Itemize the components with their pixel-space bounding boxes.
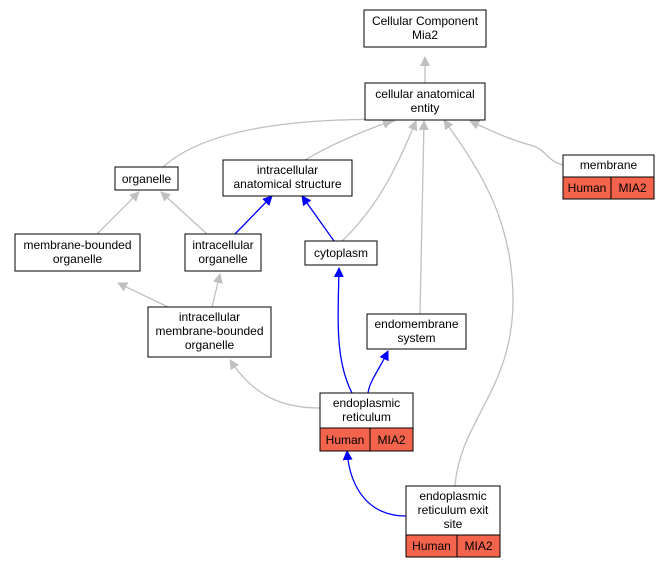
node-label-line: organelle xyxy=(198,252,248,266)
node-intracellular-membrane-bounded-organelle[interactable]: intracellular membrane-bounded organelle xyxy=(147,306,272,358)
node-cellular-component-mia2[interactable]: Cellular Component Mia2 xyxy=(363,9,487,48)
node-label-line: reticulum xyxy=(342,410,391,424)
node-label-line: intracellular xyxy=(257,163,318,177)
node-intracellular-anatomical-structure[interactable]: intracellular anatomical structure xyxy=(222,159,353,197)
node-label-line: entity xyxy=(411,101,440,115)
edge-eres-to-er xyxy=(342,450,407,517)
edge-io-to-organelle xyxy=(160,191,208,235)
edge-imbo-to-mbo xyxy=(117,282,169,308)
edge-er-to-endo xyxy=(367,350,389,394)
gene-tag: MIA2 xyxy=(464,539,492,553)
node-label-line: site xyxy=(444,517,463,531)
node-label-line: organelle xyxy=(53,252,103,266)
node-endoplasmic-reticulum[interactable]: endoplasmic reticulum Human MIA2 xyxy=(319,392,414,452)
node-label-line: anatomical structure xyxy=(233,177,341,191)
species-tag: Human xyxy=(568,181,607,195)
node-label-line: reticulum exit xyxy=(418,503,489,517)
edge-cytoplasm-to-cae xyxy=(341,120,418,242)
node-label-line: Cellular Component xyxy=(372,14,479,28)
node-label-line: organelle xyxy=(185,338,235,352)
species-tag: Human xyxy=(326,433,365,447)
edge-ias-to-cae xyxy=(304,119,393,161)
node-endoplasmic-reticulum-exit-site[interactable]: endoplasmic reticulum exit site Human MI… xyxy=(405,485,501,558)
node-membrane-bounded-organelle[interactable]: membrane-bounded organelle xyxy=(14,233,141,272)
edge-cytoplasm-to-ias xyxy=(301,195,335,242)
gene-tag: MIA2 xyxy=(618,181,646,195)
edge-eres-to-cae xyxy=(443,119,514,487)
node-endomembrane-system[interactable]: endomembrane system xyxy=(366,313,467,350)
node-label-line: intracellular xyxy=(192,238,253,252)
nodes: Cellular Component Mia2 cellular anatomi… xyxy=(14,9,655,558)
node-label-line: membrane-bounded xyxy=(155,324,263,338)
edge-membrane-to-cae xyxy=(469,120,564,166)
edge-mbo-to-organelle xyxy=(96,191,140,235)
node-label-line: cellular anatomical xyxy=(375,87,474,101)
node-label-line: membrane-bounded xyxy=(23,238,131,252)
node-intracellular-organelle[interactable]: intracellular organelle xyxy=(184,233,262,272)
edge-endo-to-cae xyxy=(418,120,429,315)
edges xyxy=(96,56,564,517)
node-label-line: intracellular xyxy=(179,310,240,324)
species-tag: Human xyxy=(412,539,451,553)
node-label-line: Mia2 xyxy=(412,28,438,42)
node-label-line: endoplasmic xyxy=(333,396,400,410)
node-membrane[interactable]: membrane Human MIA2 xyxy=(562,154,655,200)
node-cellular-anatomical-entity[interactable]: cellular anatomical entity xyxy=(364,82,486,121)
node-label-line: cytoplasm xyxy=(314,246,368,260)
node-label-line: endoplasmic xyxy=(419,489,486,503)
edge-er-to-imbo xyxy=(229,359,321,409)
node-label-line: endomembrane xyxy=(374,317,458,331)
node-label-line: organelle xyxy=(122,172,172,186)
gene-tag: MIA2 xyxy=(377,433,405,447)
node-label-line: system xyxy=(397,331,435,345)
node-organelle[interactable]: organelle xyxy=(114,166,179,191)
edge-er-to-cytoplasm xyxy=(333,267,353,394)
node-cytoplasm[interactable]: cytoplasm xyxy=(304,240,378,266)
edge-imbo-to-io xyxy=(211,273,223,308)
node-label-line: membrane xyxy=(580,158,638,172)
edge-io-to-ias xyxy=(234,195,273,235)
